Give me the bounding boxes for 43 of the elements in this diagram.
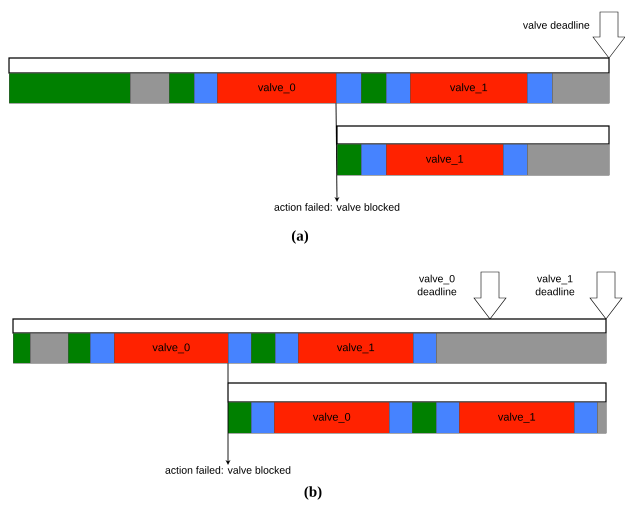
timeline-segment [9,73,130,104]
status-text: action failed: valve blocked [274,203,400,211]
timeline-segment [412,402,436,434]
timeline-segment [228,402,252,434]
timeline-segment [436,402,460,434]
timeline-segment [413,333,436,364]
timeline-segment [503,144,528,176]
timeline-segment [169,73,194,104]
deadline-label: valve_1 deadline [536,274,574,296]
timeline-segment [574,402,598,434]
task-segment: valve_1 [386,144,504,176]
status-text: action failed: valve blocked [165,466,290,474]
timeline-segment [386,73,410,104]
timeline-segment [361,73,386,104]
timeline-segment [436,333,606,364]
timeline-segment [361,144,386,176]
timeline-segment [30,333,68,364]
timeline-segment [527,73,552,104]
deadline-label: valve deadline [522,21,590,29]
timeline-segment [275,333,298,364]
panel-label: (b) [304,486,322,500]
timeline-segment [13,333,30,364]
timeline-segment [228,333,252,364]
timeline-segment [68,333,90,364]
task-segment: valve_1 [298,333,414,364]
timeline-segment [337,144,362,176]
timeline-segment [552,73,610,104]
task-segment: valve_0 [274,402,390,434]
timeline-segment [130,73,170,104]
task-segment: valve_0 [217,73,336,104]
timeline-segment [90,333,114,364]
deadline-label: valve_0 deadline [418,274,456,296]
timeline-segment [597,402,606,434]
task-segment: valve_1 [459,402,574,434]
panel-label: (a) [292,230,308,244]
timeline-segment [389,402,412,434]
timeline-segment [194,73,218,104]
task-segment: valve_1 [410,73,528,104]
timeline-segment [336,73,362,104]
timeline-segment [527,144,610,176]
timeline-segment [251,402,274,434]
task-segment: valve_0 [114,333,228,364]
timeline-segment [251,333,276,364]
